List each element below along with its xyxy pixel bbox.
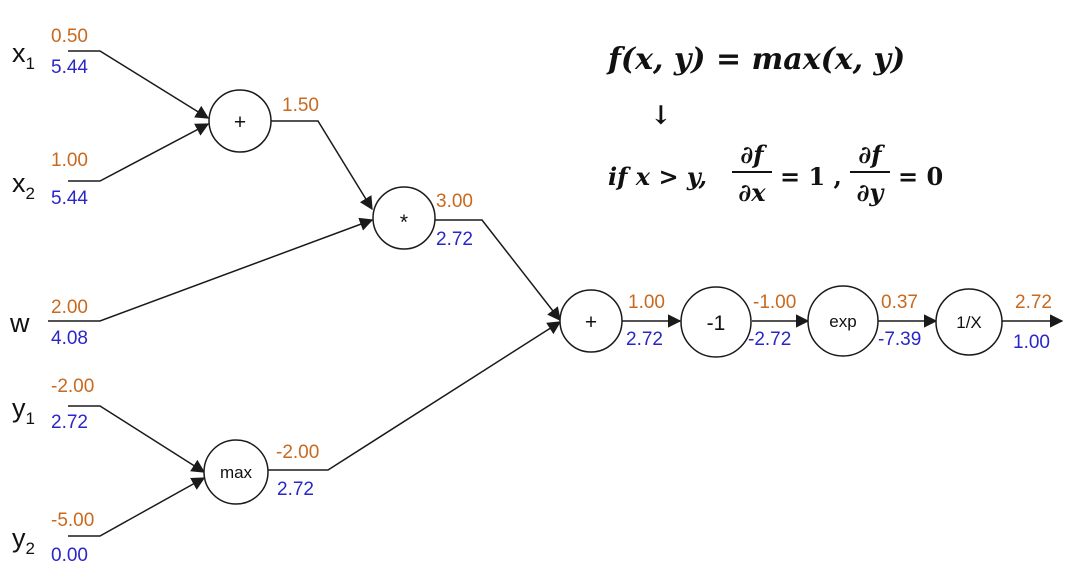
edge-y1-max: [68, 405, 206, 473]
formula-condition: if x > y,: [608, 162, 707, 191]
node-add2-value: 1.00: [628, 292, 665, 313]
formula-partial-num-x: ∂f: [740, 140, 767, 169]
input-w-label: w: [9, 308, 30, 338]
input-y2-grad: 0.00: [51, 545, 88, 566]
node-neg1-value: -1.00: [753, 292, 796, 313]
input-y1-grad: 2.72: [51, 412, 88, 433]
formula-block: f(x, y) = max(x, y) ↓ if x > y, ∂f ∂x = …: [606, 42, 943, 207]
input-x2-value: 1.00: [51, 150, 88, 171]
edges: [48, 50, 1064, 537]
node-mul-grad: 2.72: [436, 229, 473, 250]
node-max[interactable]: max: [203, 439, 269, 505]
input-y1-value: -2.00: [51, 376, 94, 397]
formula-equals-one: = 1 ,: [780, 162, 842, 191]
node-add1-label: +: [234, 111, 246, 134]
node-max-grad: 2.72: [277, 479, 314, 500]
edge-x2-add1: [68, 123, 210, 182]
node-recip[interactable]: 1/X: [935, 288, 1003, 356]
node-add1-value: 1.50: [282, 95, 319, 116]
node-exp[interactable]: exp: [807, 285, 879, 357]
node-mul[interactable]: *: [372, 186, 436, 250]
edge-y2-max: [68, 477, 206, 537]
edge-max-add2: [268, 321, 562, 471]
node-recip-grad: 1.00: [1013, 332, 1050, 353]
input-x1-value: 0.50: [51, 26, 88, 47]
formula-down-arrow: ↓: [650, 101, 672, 131]
node-add2[interactable]: +: [559, 289, 623, 353]
node-add2-label: +: [585, 311, 597, 334]
node-neg1[interactable]: -1: [680, 286, 752, 358]
node-add2-grad: 2.72: [626, 329, 663, 350]
input-x2-grad: 5.44: [51, 188, 88, 209]
node-recip-value: 2.72: [1015, 292, 1052, 313]
edge-w-mul: [48, 217, 374, 322]
node-exp-grad: -7.39: [878, 329, 921, 350]
input-labels: x1 x2 w y1 y2: [9, 38, 35, 558]
input-y2-value: -5.00: [51, 510, 94, 531]
node-exp-value: 0.37: [881, 292, 918, 313]
edge-mul-add2: [434, 219, 561, 322]
formula-partial-den-y: ∂y: [857, 178, 886, 207]
node-add1[interactable]: +: [208, 89, 272, 153]
node-mul-label: *: [400, 211, 408, 234]
input-x1-label: x1: [12, 38, 35, 73]
node-mul-value: 3.00: [436, 191, 473, 212]
node-max-label: max: [220, 463, 253, 482]
input-w-grad: 4.08: [51, 328, 88, 349]
edge-x1-add1: [68, 50, 210, 119]
input-x1-grad: 5.44: [51, 57, 88, 78]
node-recip-label: 1/X: [956, 313, 982, 332]
input-y2-label: y2: [12, 523, 35, 558]
input-values: 0.50 5.44 1.00 5.44 2.00 4.08 -2.00 2.72…: [51, 26, 94, 566]
formula-partial-num-y: ∂f: [858, 140, 885, 169]
formula-max-definition: f(x, y) = max(x, y): [606, 42, 905, 77]
node-values: 1.50 3.00 2.72 -2.00 2.72 1.00 2.72 -1.0…: [276, 95, 1052, 500]
input-y1-label: y1: [12, 393, 35, 428]
edge-add1-mul: [270, 120, 373, 211]
node-neg1-grad: -2.72: [748, 329, 791, 350]
node-neg1-label: -1: [707, 312, 726, 335]
input-w-value: 2.00: [51, 297, 88, 318]
formula-equals-zero: = 0: [898, 162, 943, 191]
node-exp-label: exp: [829, 312, 856, 331]
formula-partial-den-x: ∂x: [738, 178, 766, 207]
node-max-value: -2.00: [276, 442, 319, 463]
input-x2-label: x2: [12, 168, 35, 203]
